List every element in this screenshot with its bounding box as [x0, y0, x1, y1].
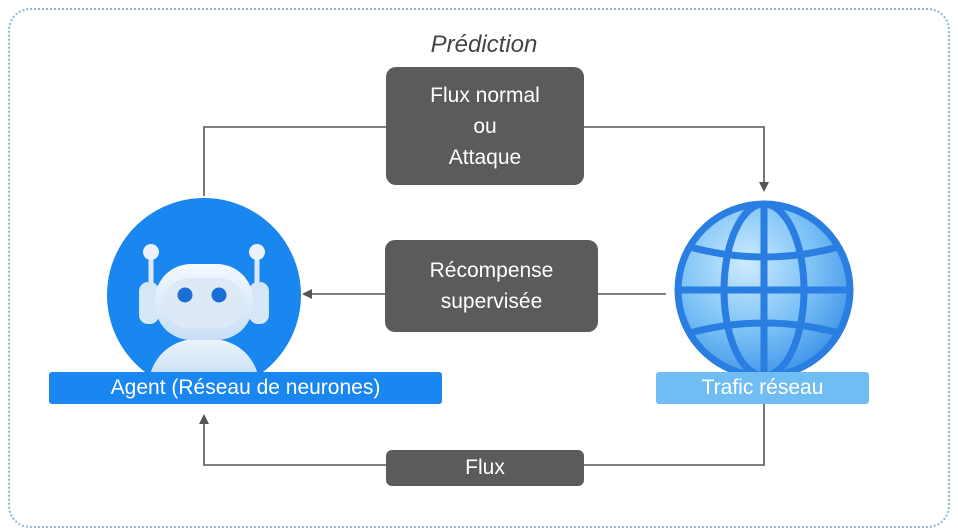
reward-box: Récompense supervisée [385, 240, 598, 332]
reward-line-2: supervisée [440, 290, 543, 313]
reward-line-1: Récompense [429, 259, 554, 282]
trafic-label: Trafic réseau [656, 372, 869, 404]
prediction-line-2: ou [473, 114, 497, 138]
flux-box: Flux [386, 450, 584, 486]
connector-lines [199, 126, 769, 466]
prediction-arrow [203, 126, 386, 196]
diagram-canvas: Prédiction Flux normal ou Attaque Récomp… [8, 8, 950, 528]
prediction-line-3: Attaque [448, 145, 522, 169]
prediction-box: Flux normal ou Attaque [386, 67, 584, 185]
flux-arrow-from-trafic [584, 404, 765, 466]
flux-arrow-to-agent [199, 414, 386, 466]
prediction-arrow-to-globe [584, 126, 769, 192]
robot-icon [107, 198, 301, 372]
agent-label: Agent (Réseau de neurones) [49, 372, 442, 404]
prediction-line-1: Flux normal [430, 83, 540, 107]
flux-label: Flux [465, 456, 505, 479]
diagram-title: Prédiction [430, 31, 538, 58]
globe-icon [674, 200, 854, 380]
